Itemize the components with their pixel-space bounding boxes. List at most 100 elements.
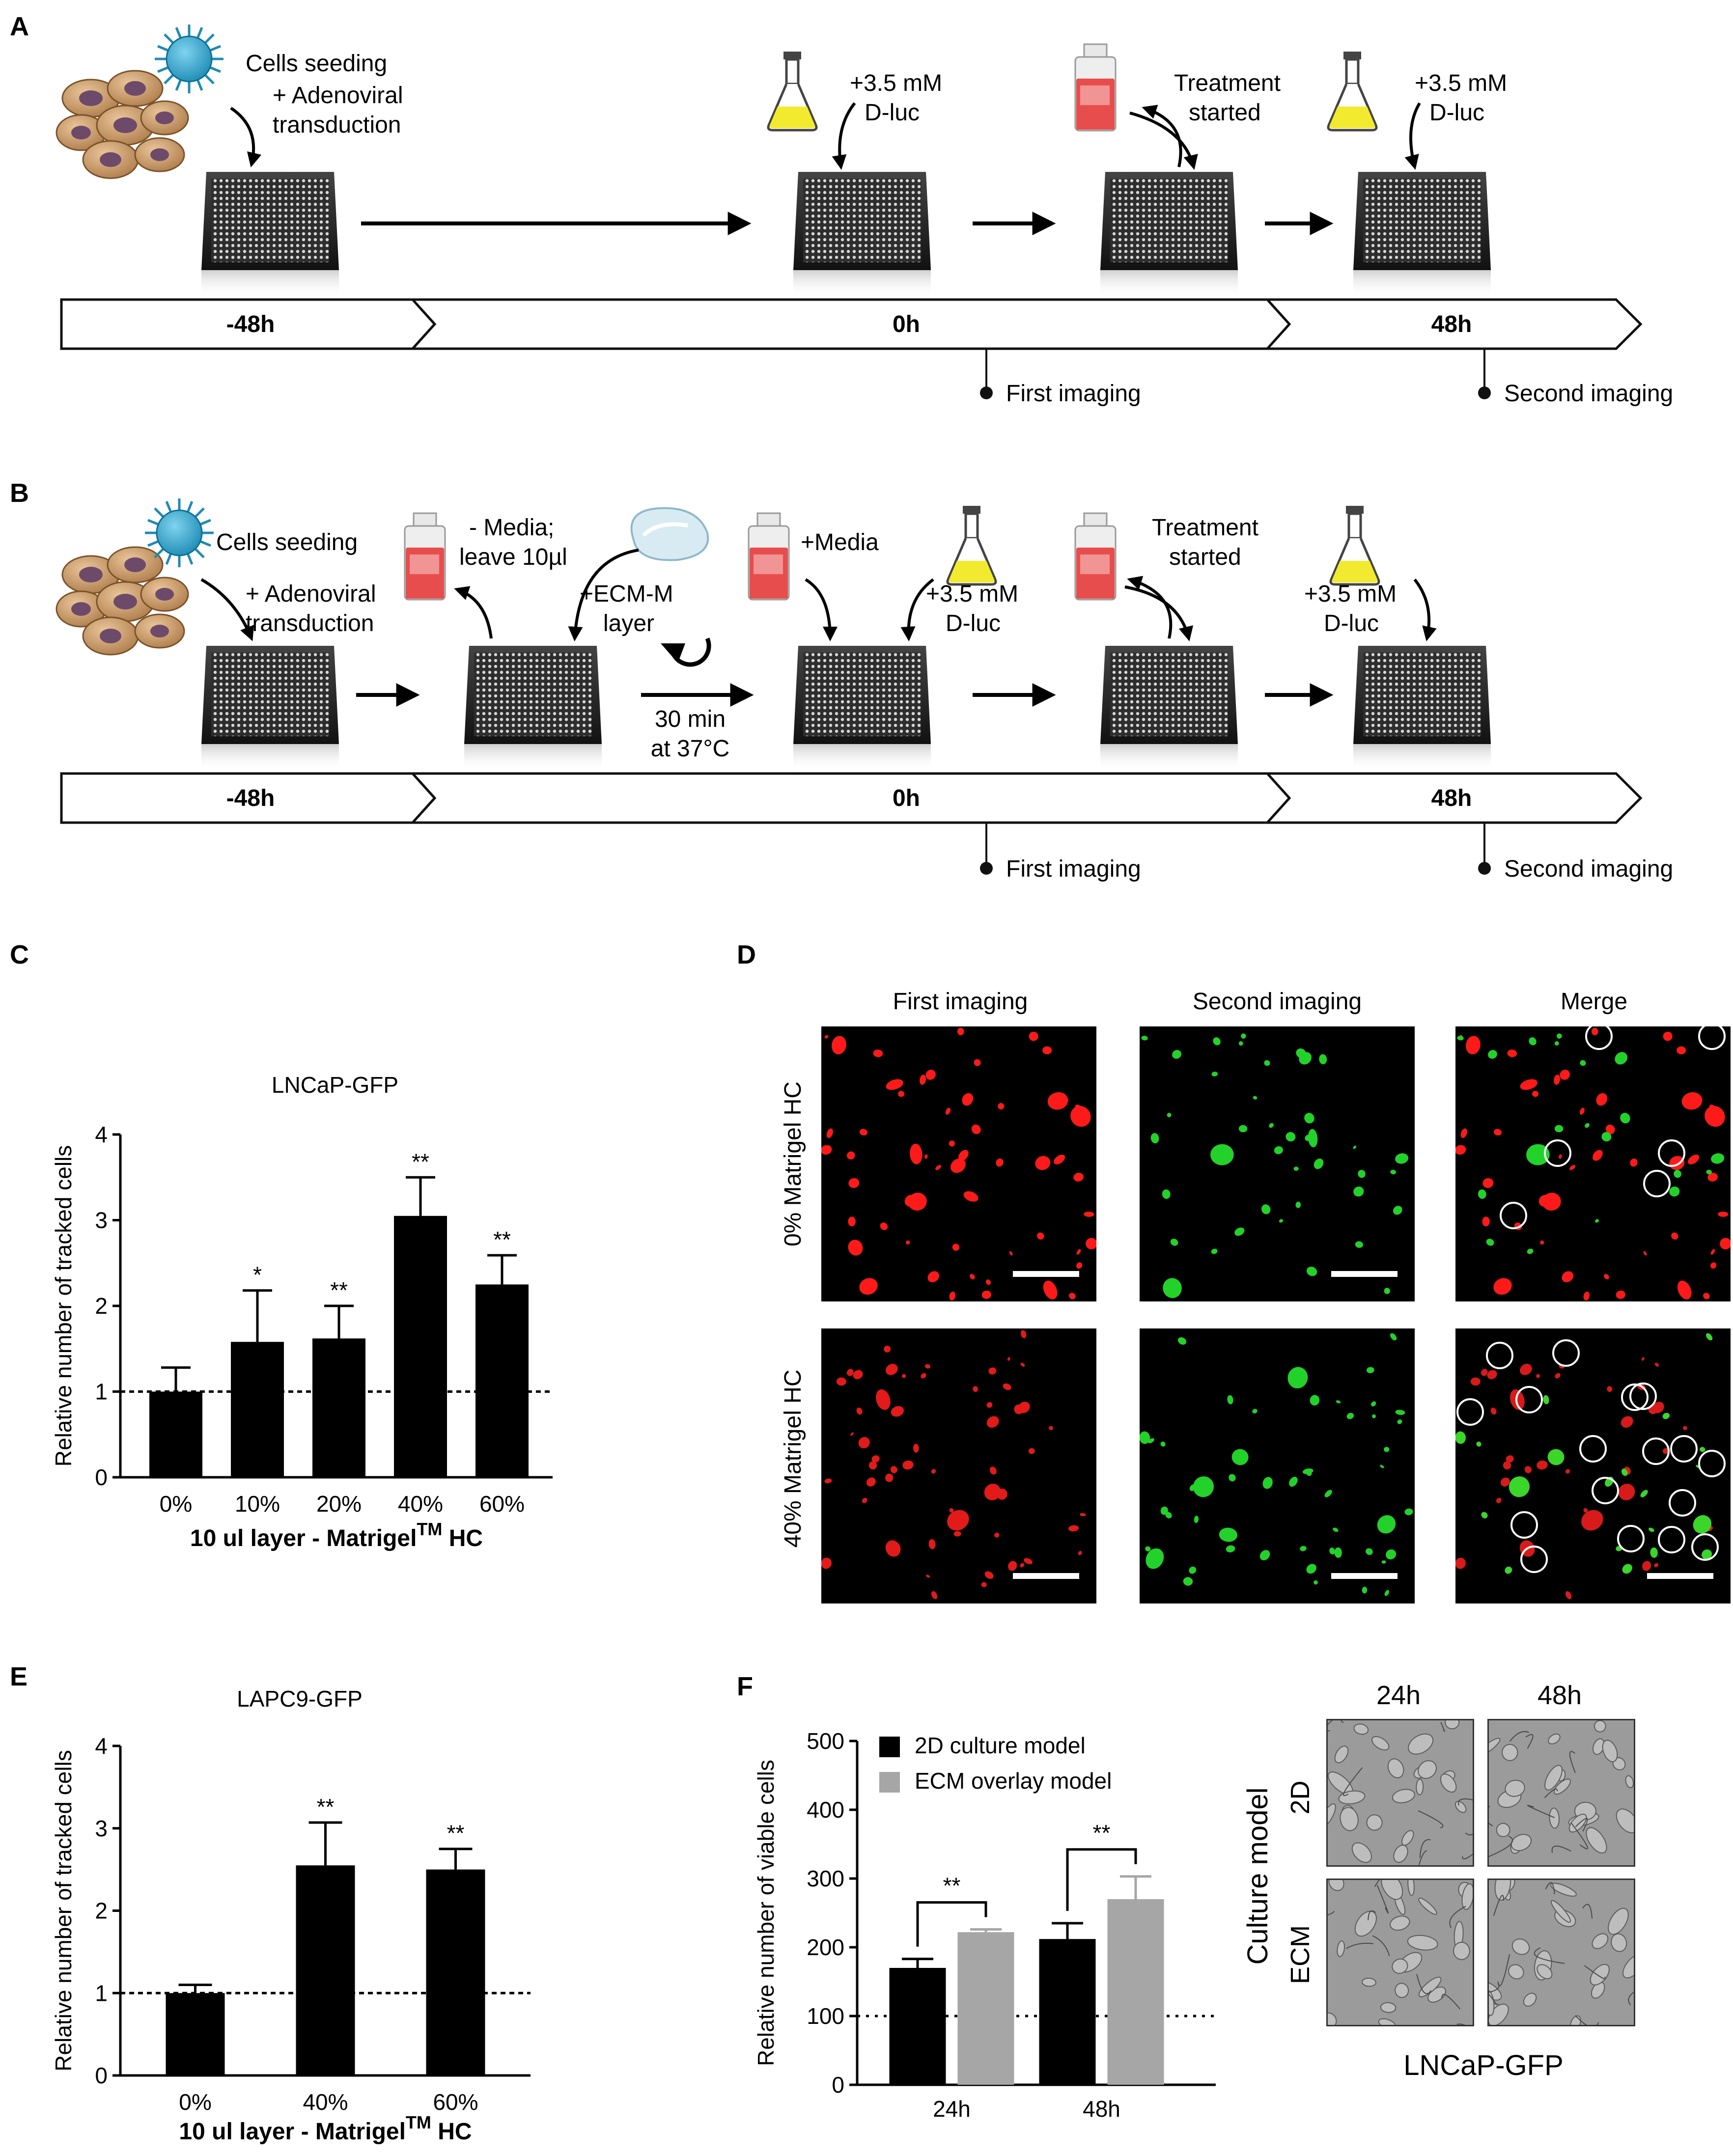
cell-process	[1376, 1885, 1389, 1914]
cell	[1706, 1169, 1712, 1175]
y-tick-label: 4	[95, 1122, 108, 1147]
cell	[970, 1273, 975, 1280]
cell	[1020, 1563, 1024, 1568]
significance-bracket	[916, 1901, 987, 1947]
cell	[1194, 1516, 1199, 1523]
micrograph-second-imaging-0	[1140, 1026, 1415, 1301]
cell	[1640, 1490, 1648, 1497]
cell	[1586, 1827, 1607, 1853]
cell	[1353, 1186, 1364, 1197]
timepoint-label: 0h	[893, 311, 920, 337]
cell	[1544, 1765, 1563, 1791]
cell	[821, 1557, 832, 1569]
cell	[1693, 1515, 1712, 1534]
cell	[1457, 1035, 1464, 1041]
cell-process	[1497, 1954, 1510, 1987]
transduction-label: transduction	[246, 610, 374, 636]
cell	[1358, 1170, 1366, 1178]
cell-process	[1346, 1942, 1373, 1949]
cell	[1008, 1561, 1017, 1571]
cell	[884, 1345, 891, 1353]
timeline-segment	[410, 298, 1291, 350]
x-tick-label: 60%	[479, 1491, 525, 1517]
cell	[1543, 1395, 1549, 1405]
layer-label: layer	[603, 610, 654, 636]
brightfield-2d-24h	[1326, 1719, 1474, 1867]
cell	[1295, 1201, 1301, 1208]
cell	[862, 1497, 867, 1503]
column-header: 24h	[1376, 1681, 1421, 1710]
cell	[1193, 1476, 1214, 1497]
imaging-marker	[980, 862, 993, 875]
cells-seeding-label: Cells seeding	[246, 51, 387, 77]
brightfield-2d-48h	[1487, 1719, 1635, 1867]
well-plate-icon	[201, 646, 339, 771]
cell	[1445, 1720, 1460, 1730]
tracked-cell-circle	[1691, 1533, 1719, 1561]
leave-volume-label: leave 10µl	[459, 544, 567, 570]
cell-process	[1582, 1904, 1593, 1919]
x-axis-label: 10 ul layer - MatrigelTM HC	[179, 2112, 472, 2145]
panel-letter-b: B	[10, 478, 29, 508]
tracked-cell-circle	[1642, 1437, 1670, 1465]
cell	[846, 1369, 854, 1376]
cell	[1706, 1333, 1713, 1341]
y-tick-label: 200	[807, 1935, 844, 1960]
cell	[1070, 1106, 1091, 1127]
bar	[394, 1216, 447, 1477]
cell	[1390, 1915, 1410, 1931]
well-plate-icon	[793, 646, 931, 771]
micrograph-merge-0	[1455, 1026, 1731, 1301]
cell	[866, 1477, 876, 1487]
cell	[1505, 1566, 1512, 1574]
cell	[1416, 1778, 1424, 1796]
cell	[1560, 1070, 1570, 1080]
cell	[1506, 1455, 1514, 1463]
dluc-concentration-label: +3.5 mM	[1304, 581, 1397, 607]
chart-title: LAPC9-GFP	[237, 1686, 363, 1712]
cell	[1705, 1106, 1725, 1127]
tracked-cell-circle	[1669, 1489, 1696, 1517]
well-plate-icon	[1353, 646, 1491, 771]
cell	[1253, 1096, 1258, 1100]
cell	[1710, 1249, 1715, 1255]
y-tick-label: 100	[807, 2003, 844, 2029]
cell	[1252, 1409, 1258, 1413]
y-tick-label: 2	[95, 1898, 108, 1924]
second-imaging-label: Second imaging	[1504, 856, 1673, 882]
x-tick-label: 0%	[160, 1491, 192, 1517]
cell	[1710, 1262, 1717, 1269]
bar	[149, 1391, 202, 1477]
cell	[1455, 1145, 1466, 1155]
scale-bar	[1647, 1573, 1713, 1579]
cell-process	[1418, 1850, 1427, 1865]
transduction-label: transduction	[273, 112, 401, 138]
imaging-marker	[1478, 387, 1491, 399]
cell	[1384, 1590, 1390, 1596]
cell	[1336, 1400, 1341, 1404]
cell	[1625, 1775, 1634, 1789]
tracked-cell-circle	[1621, 1383, 1649, 1411]
cell	[1069, 1293, 1076, 1299]
x-axis-label: 10 ul layer - MatrigelTM HC	[190, 1519, 483, 1551]
cell	[1488, 1050, 1497, 1059]
cell-process	[1419, 1839, 1431, 1858]
cell-process	[1493, 1895, 1505, 1916]
cell	[1615, 1052, 1627, 1065]
cell	[1677, 1046, 1686, 1054]
cell	[1219, 1527, 1238, 1542]
cell	[1262, 1477, 1273, 1489]
cell-process	[1551, 1845, 1571, 1853]
cell	[1601, 1132, 1612, 1142]
cell	[1287, 1367, 1308, 1389]
cell	[873, 1050, 883, 1057]
cell	[1346, 1412, 1354, 1419]
cell	[859, 1278, 878, 1295]
cell	[1489, 1738, 1501, 1756]
brightfield-ecm-48h	[1487, 1879, 1635, 2026]
x-tick-label: 48h	[1083, 2096, 1120, 2122]
media-bottle-icon	[748, 512, 790, 601]
cell	[1380, 1465, 1384, 1468]
cell-process	[1440, 1722, 1445, 1732]
